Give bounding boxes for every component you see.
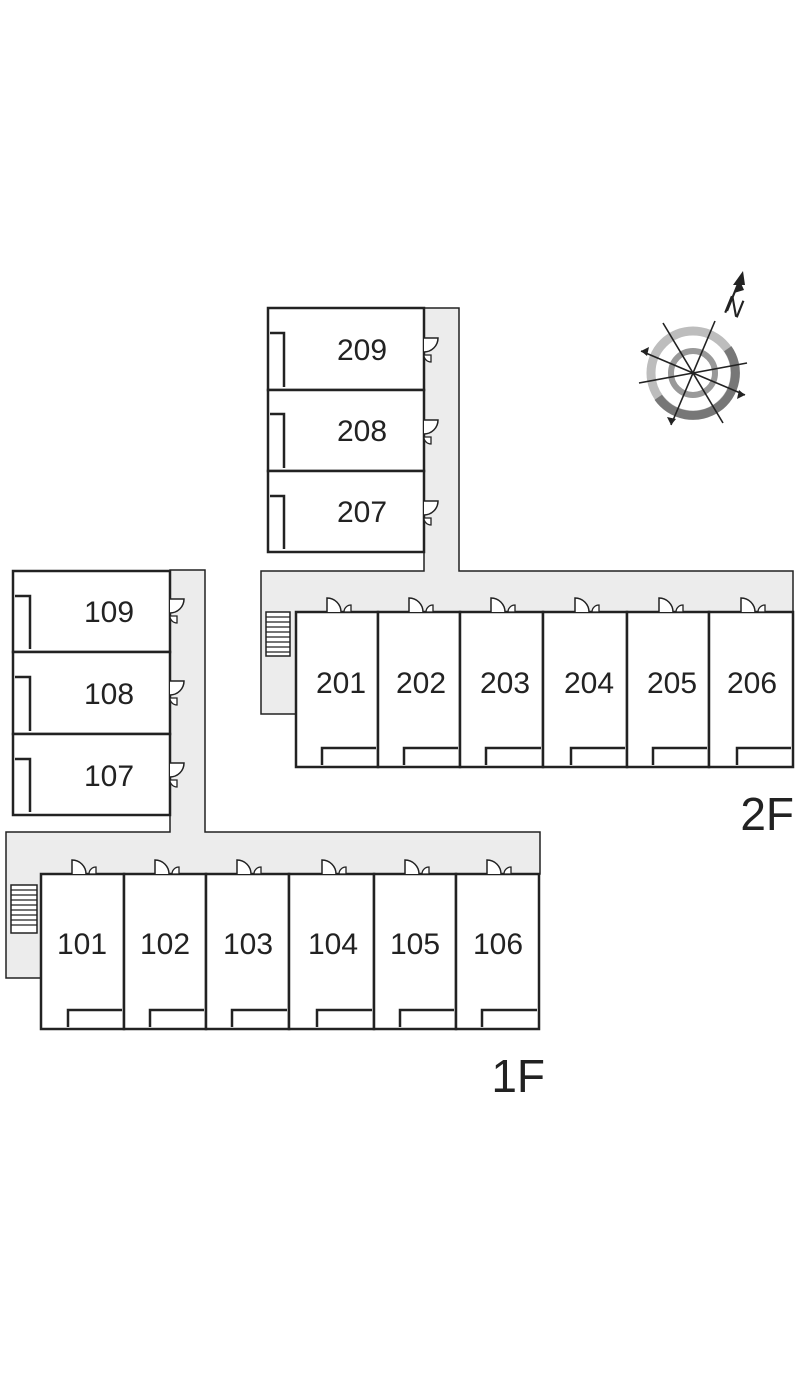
door-icon: [408, 597, 434, 613]
room-209: 209: [266, 306, 426, 392]
room-label: 108: [84, 678, 134, 711]
room-label: 201: [316, 667, 366, 700]
room-label: 103: [223, 928, 273, 961]
door-icon: [740, 597, 766, 613]
door-icon: [404, 859, 430, 875]
room-label: 206: [727, 667, 777, 700]
door-icon: [154, 859, 180, 875]
door-icon: [490, 597, 516, 613]
room-label: 209: [337, 334, 387, 367]
room-label: 104: [308, 928, 358, 961]
room-label: 205: [647, 667, 697, 700]
door-icon: [574, 597, 600, 613]
floor-label-1f: 1F: [491, 1050, 545, 1102]
room-label: 203: [480, 667, 530, 700]
stairs-icon: [265, 611, 291, 657]
door-icon: [169, 598, 185, 624]
room-206: 206: [707, 610, 795, 769]
door-icon: [658, 597, 684, 613]
room-label: 202: [396, 667, 446, 700]
room-label: 105: [390, 928, 440, 961]
door-icon: [236, 859, 262, 875]
room-107: 107: [11, 732, 172, 817]
compass-icon: N: [638, 271, 749, 426]
room-109: 109: [11, 569, 172, 654]
room-205: 205: [625, 610, 711, 769]
door-icon: [486, 859, 512, 875]
room-label: 107: [84, 760, 134, 793]
room-204: 204: [541, 610, 629, 769]
door-icon: [423, 500, 439, 526]
room-103: 103: [204, 872, 291, 1031]
room-106: 106: [454, 872, 541, 1031]
door-icon: [423, 419, 439, 445]
room-202: 202: [376, 610, 462, 769]
room-207: 207: [266, 469, 426, 554]
north-label: N: [720, 289, 749, 324]
room-label: 106: [473, 928, 523, 961]
room-102: 102: [122, 872, 208, 1031]
room-label: 102: [140, 928, 190, 961]
room-105: 105: [372, 872, 458, 1031]
door-icon: [169, 762, 185, 788]
floor-label-2f: 2F: [740, 788, 794, 840]
room-104: 104: [287, 872, 376, 1031]
room-201: 201: [294, 610, 380, 769]
room-label: 101: [57, 928, 107, 961]
door-icon: [321, 859, 347, 875]
room-208: 208: [266, 388, 426, 473]
door-icon: [423, 337, 439, 363]
door-icon: [169, 680, 185, 706]
room-101: 101: [39, 872, 126, 1031]
room-label: 109: [84, 596, 134, 629]
floor-1f: 109 108 107 101: [5, 569, 545, 1102]
room-label: 207: [337, 496, 387, 529]
door-icon: [326, 597, 352, 613]
door-icon: [71, 859, 97, 875]
room-108: 108: [11, 650, 172, 736]
room-label: 208: [337, 415, 387, 448]
stairs-icon: [10, 884, 38, 934]
room-label: 204: [564, 667, 614, 700]
room-203: 203: [458, 610, 545, 769]
floor-2f: 209 208 207 201: [260, 306, 795, 840]
